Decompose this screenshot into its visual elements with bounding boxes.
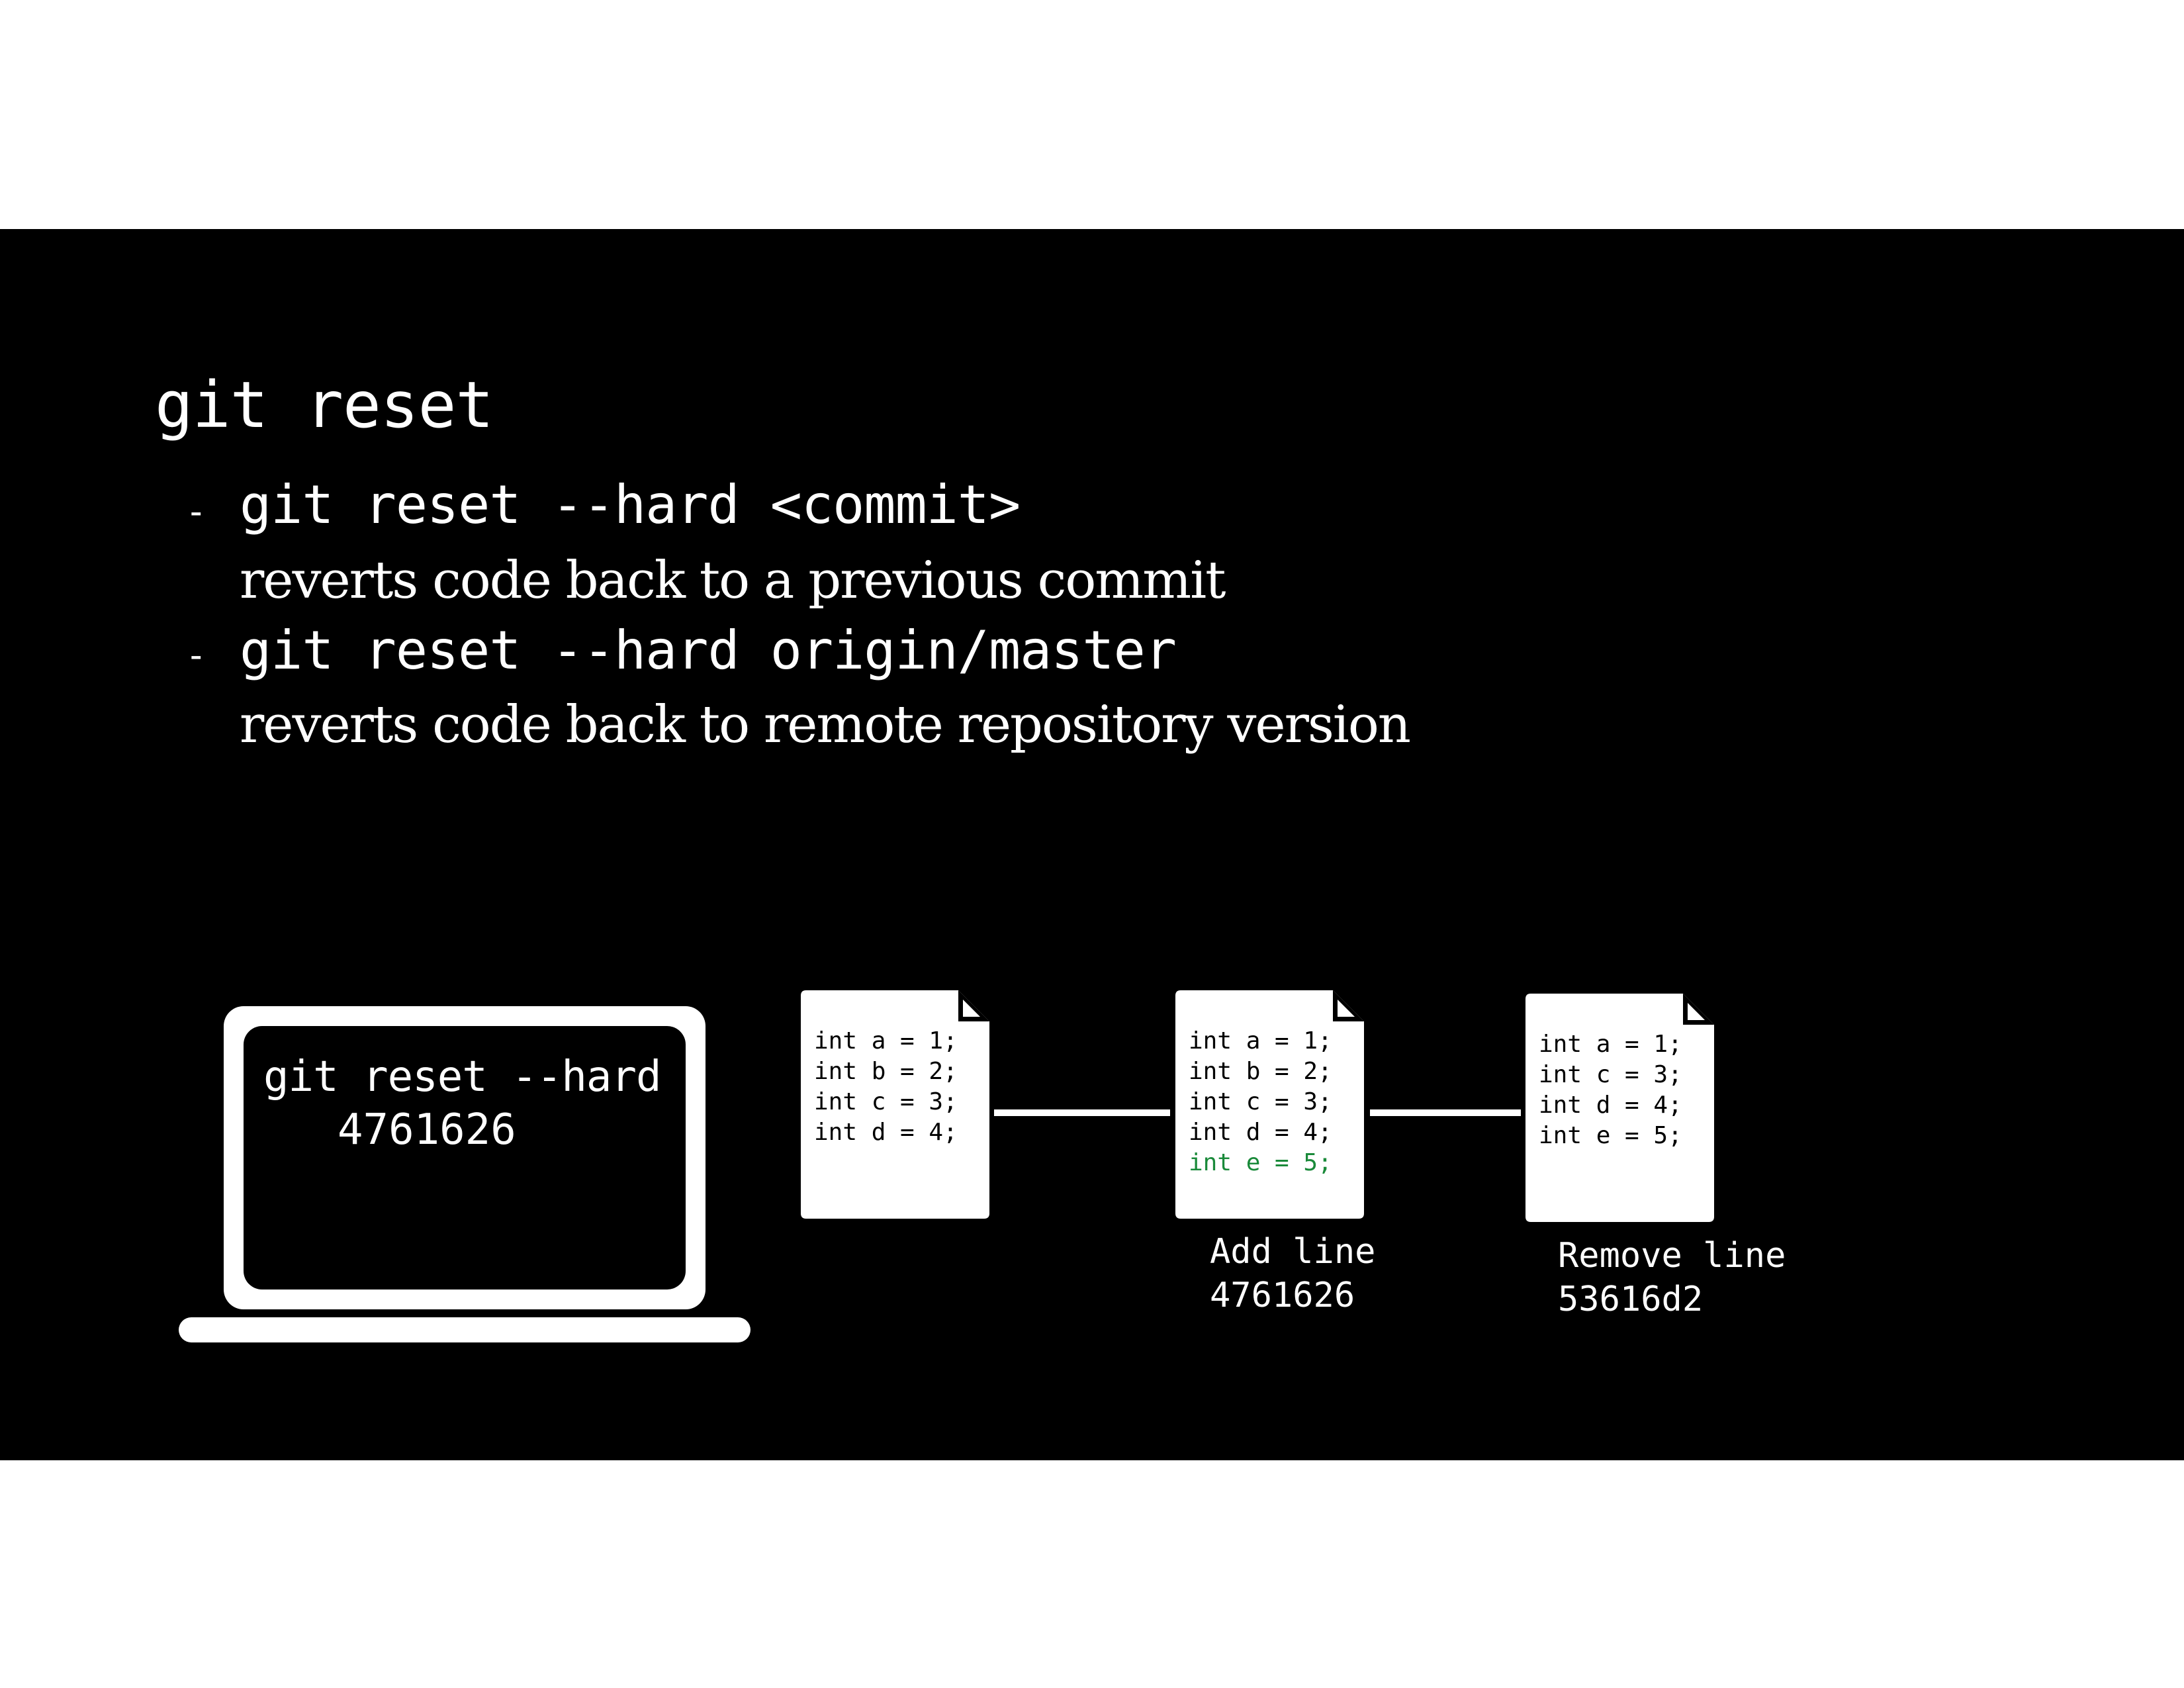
bullet-description-1: reverts code back to a previous commit [240,551,1226,610]
bullet-command-2: git reset --hard origin/master [240,620,1177,681]
code-line: int a = 1; [1539,1031,1682,1058]
laptop-screen: git reset --hard 4761626 [244,1026,686,1289]
bullet-command-1: git reset --hard <commit> [240,474,1021,536]
code-line: int a = 1; [1189,1027,1332,1055]
code-lines: int a = 1; int b = 2; int c = 3; int d =… [814,1026,958,1148]
code-line: int c = 3; [814,1088,958,1115]
bullet-dash-2: - [185,634,207,676]
commit-label-2: Add line 4761626 [1210,1230,1375,1317]
commit-label-3: Remove line 53616d2 [1558,1234,1786,1321]
code-line: int e = 5; [1539,1122,1682,1149]
code-line: int c = 3; [1189,1088,1332,1115]
document-icon [801,990,989,1219]
code-line: int b = 2; [1189,1058,1332,1085]
code-lines: int a = 1; int b = 2; int c = 3; int d =… [1189,1026,1332,1178]
code-line: int b = 2; [814,1058,958,1085]
bullet-description-2: reverts code back to remote repository v… [240,695,1411,755]
commit-hash: 53616d2 [1558,1280,1704,1319]
laptop-icon: git reset --hard 4761626 [224,1006,705,1309]
slide: git reset - git reset --hard <commit> re… [0,229,2184,1460]
commit-hash: 4761626 [1210,1276,1355,1315]
code-line: int a = 1; [814,1027,958,1055]
commit-message: Remove line [1558,1236,1786,1276]
commit-message: Add line [1210,1232,1376,1272]
slide-title: git reset [155,368,494,442]
commit-connector [1370,1109,1521,1116]
commit-connector [994,1109,1170,1116]
code-line: int d = 4; [1539,1092,1682,1119]
code-line: int c = 3; [1539,1061,1682,1088]
code-line: int d = 4; [1189,1119,1332,1146]
laptop-commit-hash: 4761626 [338,1105,516,1154]
code-line: int d = 4; [814,1119,958,1146]
document-icon [1175,990,1364,1219]
commit-document-3: int a = 1; int c = 3; int d = 4; int e =… [1525,994,1714,1222]
code-lines: int a = 1; int c = 3; int d = 4; int e =… [1539,1029,1682,1151]
laptop-command: git reset --hard [263,1053,662,1102]
commit-document-1: int a = 1; int b = 2; int c = 3; int d =… [801,990,989,1219]
bullet-dash-1: - [185,491,207,532]
added-code-line: int e = 5; [1189,1149,1332,1176]
document-icon [1525,994,1714,1222]
laptop-base [179,1317,751,1342]
commit-document-2: int a = 1; int b = 2; int c = 3; int d =… [1175,990,1364,1219]
